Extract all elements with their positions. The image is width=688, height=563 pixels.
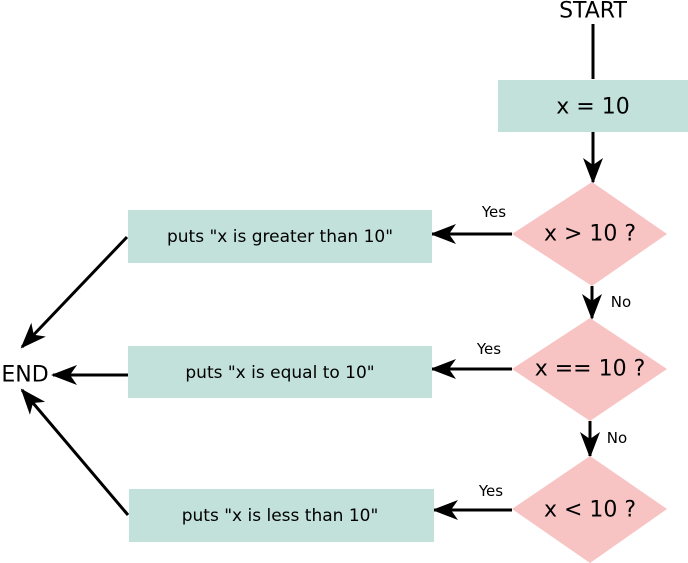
output-greater-label: puts "x is greater than 10" [167,227,393,247]
decision-greater: x > 10 ? [512,182,667,286]
edge-label-no-2: No [607,429,627,447]
decision-equal: x == 10 ? [512,318,667,421]
output-less-label: puts "x is less than 10" [182,506,379,526]
assign-label: x = 10 [556,95,629,120]
decision-less-label: x < 10 ? [544,498,636,523]
decision-equal-label: x == 10 ? [535,357,646,382]
decision-equal-shape [512,318,667,421]
output-greater: puts "x is greater than 10" [128,210,432,263]
edge-label-no-1: No [611,293,631,311]
decision-less-shape [512,456,667,563]
edge-label-yes-3: Yes [478,482,503,500]
output-equal: puts "x is equal to 10" [128,346,432,398]
edge-label-yes-2: Yes [476,340,501,358]
output-less: puts "x is less than 10" [129,489,434,542]
start-label: START [559,0,627,24]
edge-greater-to-end [20,235,129,349]
output-equal-label: puts "x is equal to 10" [185,363,374,383]
edge-label-yes-1: Yes [481,203,506,221]
end-label: END [1,363,48,388]
output-less-box [129,489,434,542]
edge-less-to-end [20,388,130,516]
output-equal-box [128,346,432,398]
decision-greater-label: x > 10 ? [544,222,636,247]
decision-less: x < 10 ? [512,456,667,563]
assign-node: x = 10 [498,80,688,132]
assign-box [498,80,688,132]
decision-greater-shape [512,182,667,286]
output-greater-box [128,210,432,263]
